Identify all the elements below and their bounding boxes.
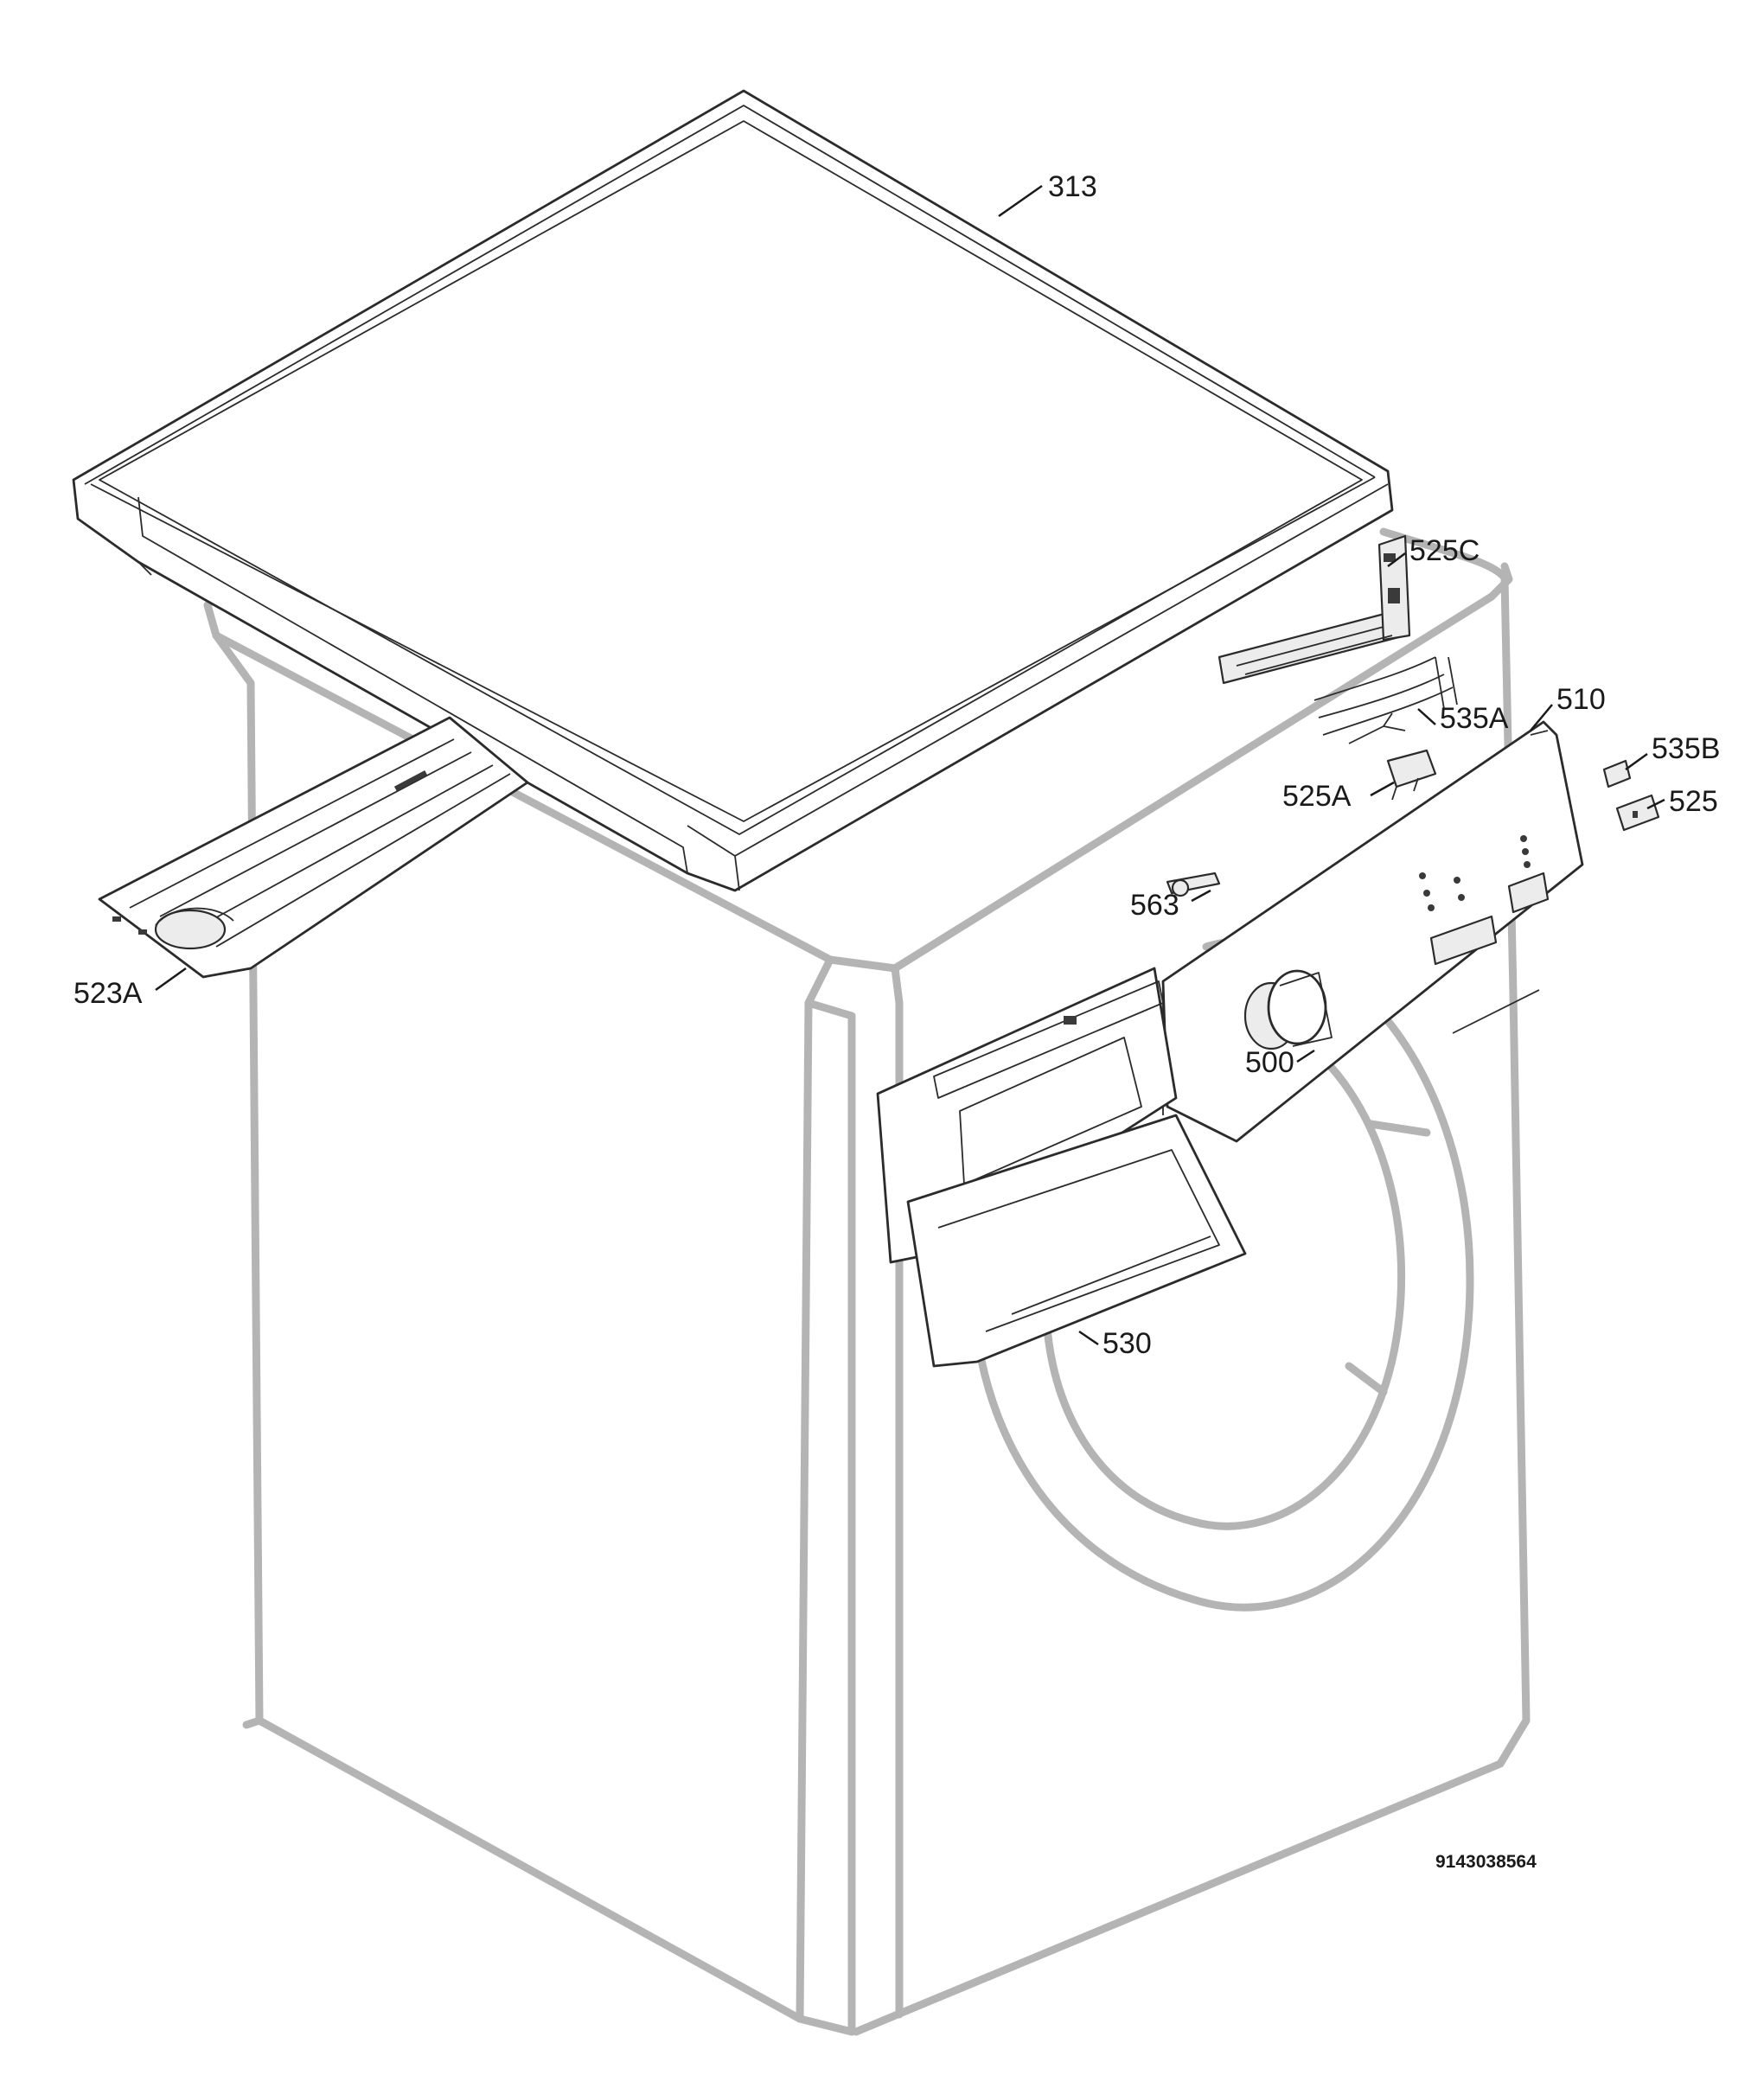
leader-lines	[155, 184, 1665, 1346]
document-number: 9143038564	[1435, 1852, 1537, 1872]
control-panel-510	[1161, 720, 1584, 1143]
callout-523A: 523A	[74, 977, 143, 1010]
button-525	[1615, 794, 1660, 832]
callout-525C: 525C	[1409, 534, 1480, 567]
callout-525A: 525A	[1282, 780, 1352, 813]
rail-523A	[98, 716, 529, 979]
callout-500: 500	[1245, 1046, 1294, 1079]
control-board-525C	[1218, 534, 1411, 685]
wiring-535A	[1313, 656, 1458, 744]
callout-labels: 313 525C 510 535A 535B 525A 525 563 523A…	[74, 170, 1720, 1360]
pin-563	[1166, 872, 1221, 897]
dispenser-drawer-530	[876, 967, 1247, 1368]
callout-530: 530	[1102, 1327, 1152, 1360]
button-525A	[1386, 749, 1437, 801]
callout-313: 313	[1048, 170, 1097, 203]
button-535B	[1602, 759, 1632, 788]
callout-510: 510	[1556, 683, 1606, 716]
callout-525: 525	[1669, 785, 1718, 818]
callout-563: 563	[1130, 889, 1179, 922]
top-cover-313	[72, 89, 1394, 892]
program-knob-500	[1243, 969, 1333, 1050]
callout-535A: 535A	[1440, 702, 1509, 735]
callout-535B: 535B	[1652, 732, 1720, 765]
